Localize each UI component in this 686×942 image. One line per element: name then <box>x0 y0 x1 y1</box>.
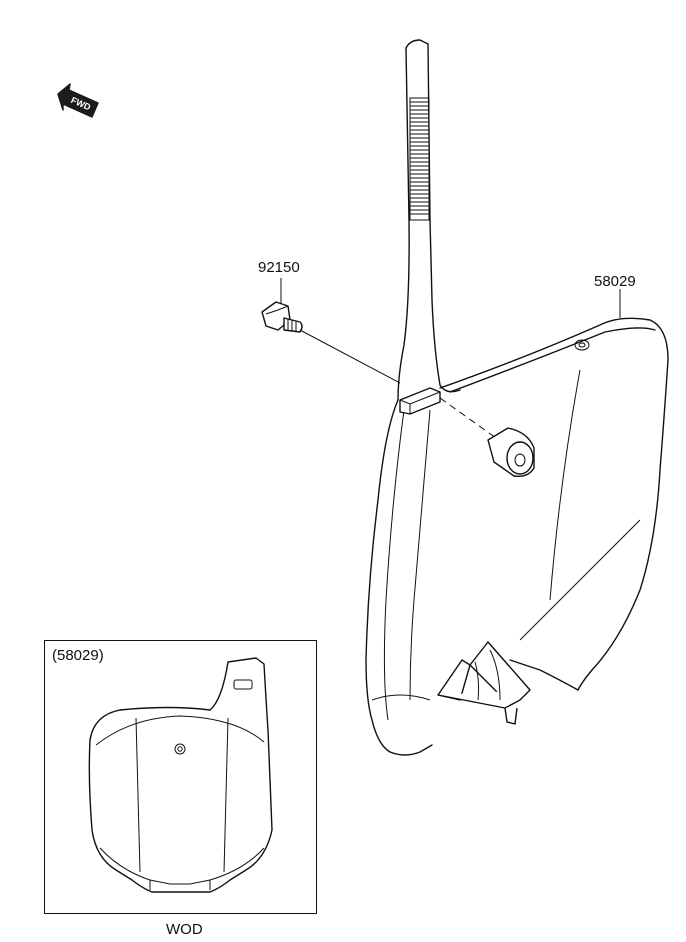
part-label-92150: 92150 <box>258 259 300 276</box>
inset-frame <box>44 640 317 914</box>
bolt-92150 <box>261 301 401 384</box>
collar-grommet <box>487 427 535 478</box>
fwd-arrow-icon: FWD <box>57 83 99 118</box>
inset-number-plate <box>88 657 273 893</box>
inset-variant-label: WOD <box>166 921 203 938</box>
lower-bracket <box>437 641 531 725</box>
stem-grip-ribs <box>409 97 430 221</box>
inset-ref-label: (58029) <box>52 647 104 664</box>
plate-clip <box>399 387 441 415</box>
part-label-58029: 58029 <box>594 273 636 290</box>
number-plate-58029 <box>365 39 669 756</box>
